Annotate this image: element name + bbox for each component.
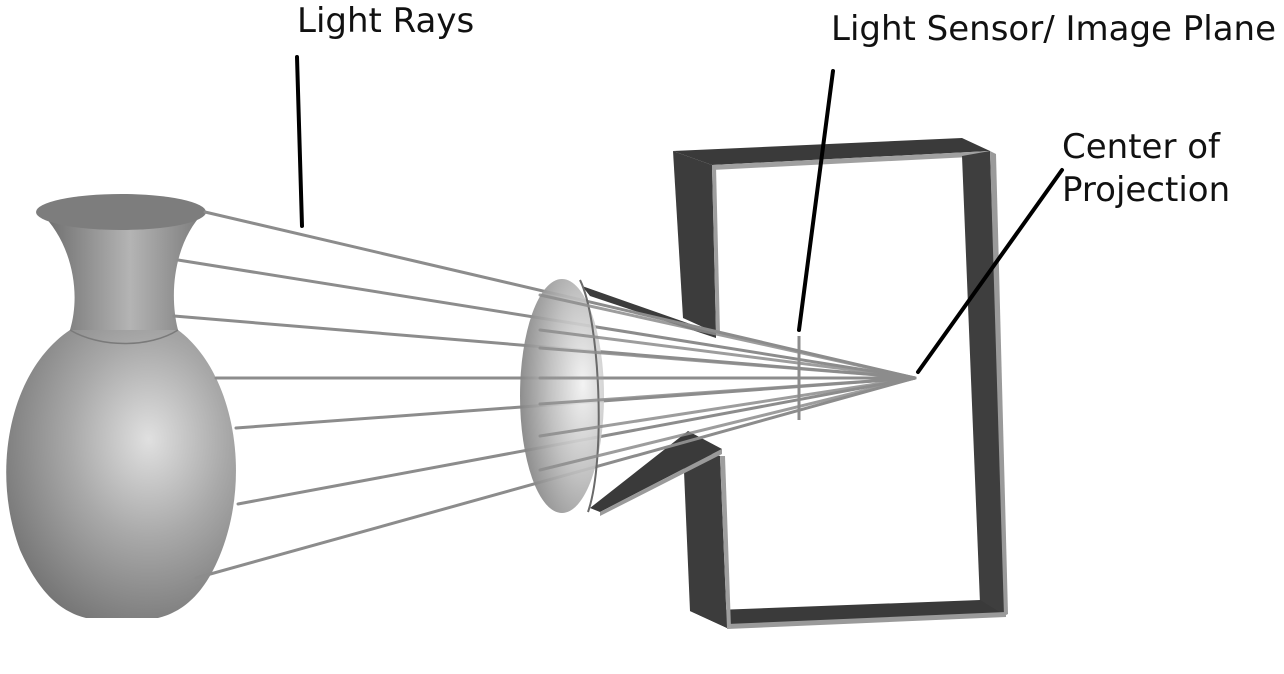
box-bottom-edge [727, 612, 1006, 629]
box-left-lower-edge [720, 456, 731, 628]
box-snout-bottom-edge [600, 449, 722, 516]
camera-box [582, 138, 1008, 629]
label-light-rays: Light Rays [297, 1, 475, 41]
leader-center-of-projection [916, 168, 1064, 374]
box-top-edge [712, 151, 990, 170]
leader-light-sensor [797, 69, 835, 332]
vase-rim [36, 194, 206, 230]
leader-light-rays [295, 55, 304, 228]
light-ray-segment [538, 293, 917, 380]
vase-body [6, 330, 236, 618]
light-ray-segment [538, 346, 917, 380]
vase-neck [40, 212, 204, 330]
light-ray-segment [538, 376, 917, 406]
box-top-bar [673, 138, 990, 165]
lens-body [520, 279, 604, 513]
vase [6, 194, 236, 618]
vase-seam [69, 329, 179, 345]
box-left-lower-bar [683, 448, 727, 628]
light-ray-segment [538, 328, 917, 380]
light-ray-segment [538, 376, 917, 472]
box-bottom-bar [690, 600, 1006, 628]
light-ray-segment [538, 376, 917, 438]
light-rays-through-lens [538, 293, 917, 472]
label-center-of-projection: Center of Projection [1062, 127, 1231, 210]
box-right-bar [962, 151, 1006, 616]
box-snout-bottom [590, 431, 722, 512]
leader-lines [295, 55, 1064, 374]
lens [520, 279, 604, 513]
lens-edge [579, 279, 600, 513]
label-light-sensor: Light Sensor/ Image Plane [831, 9, 1277, 49]
box-left-upper-bar [673, 151, 716, 333]
box-left-upper-edge [712, 165, 720, 334]
